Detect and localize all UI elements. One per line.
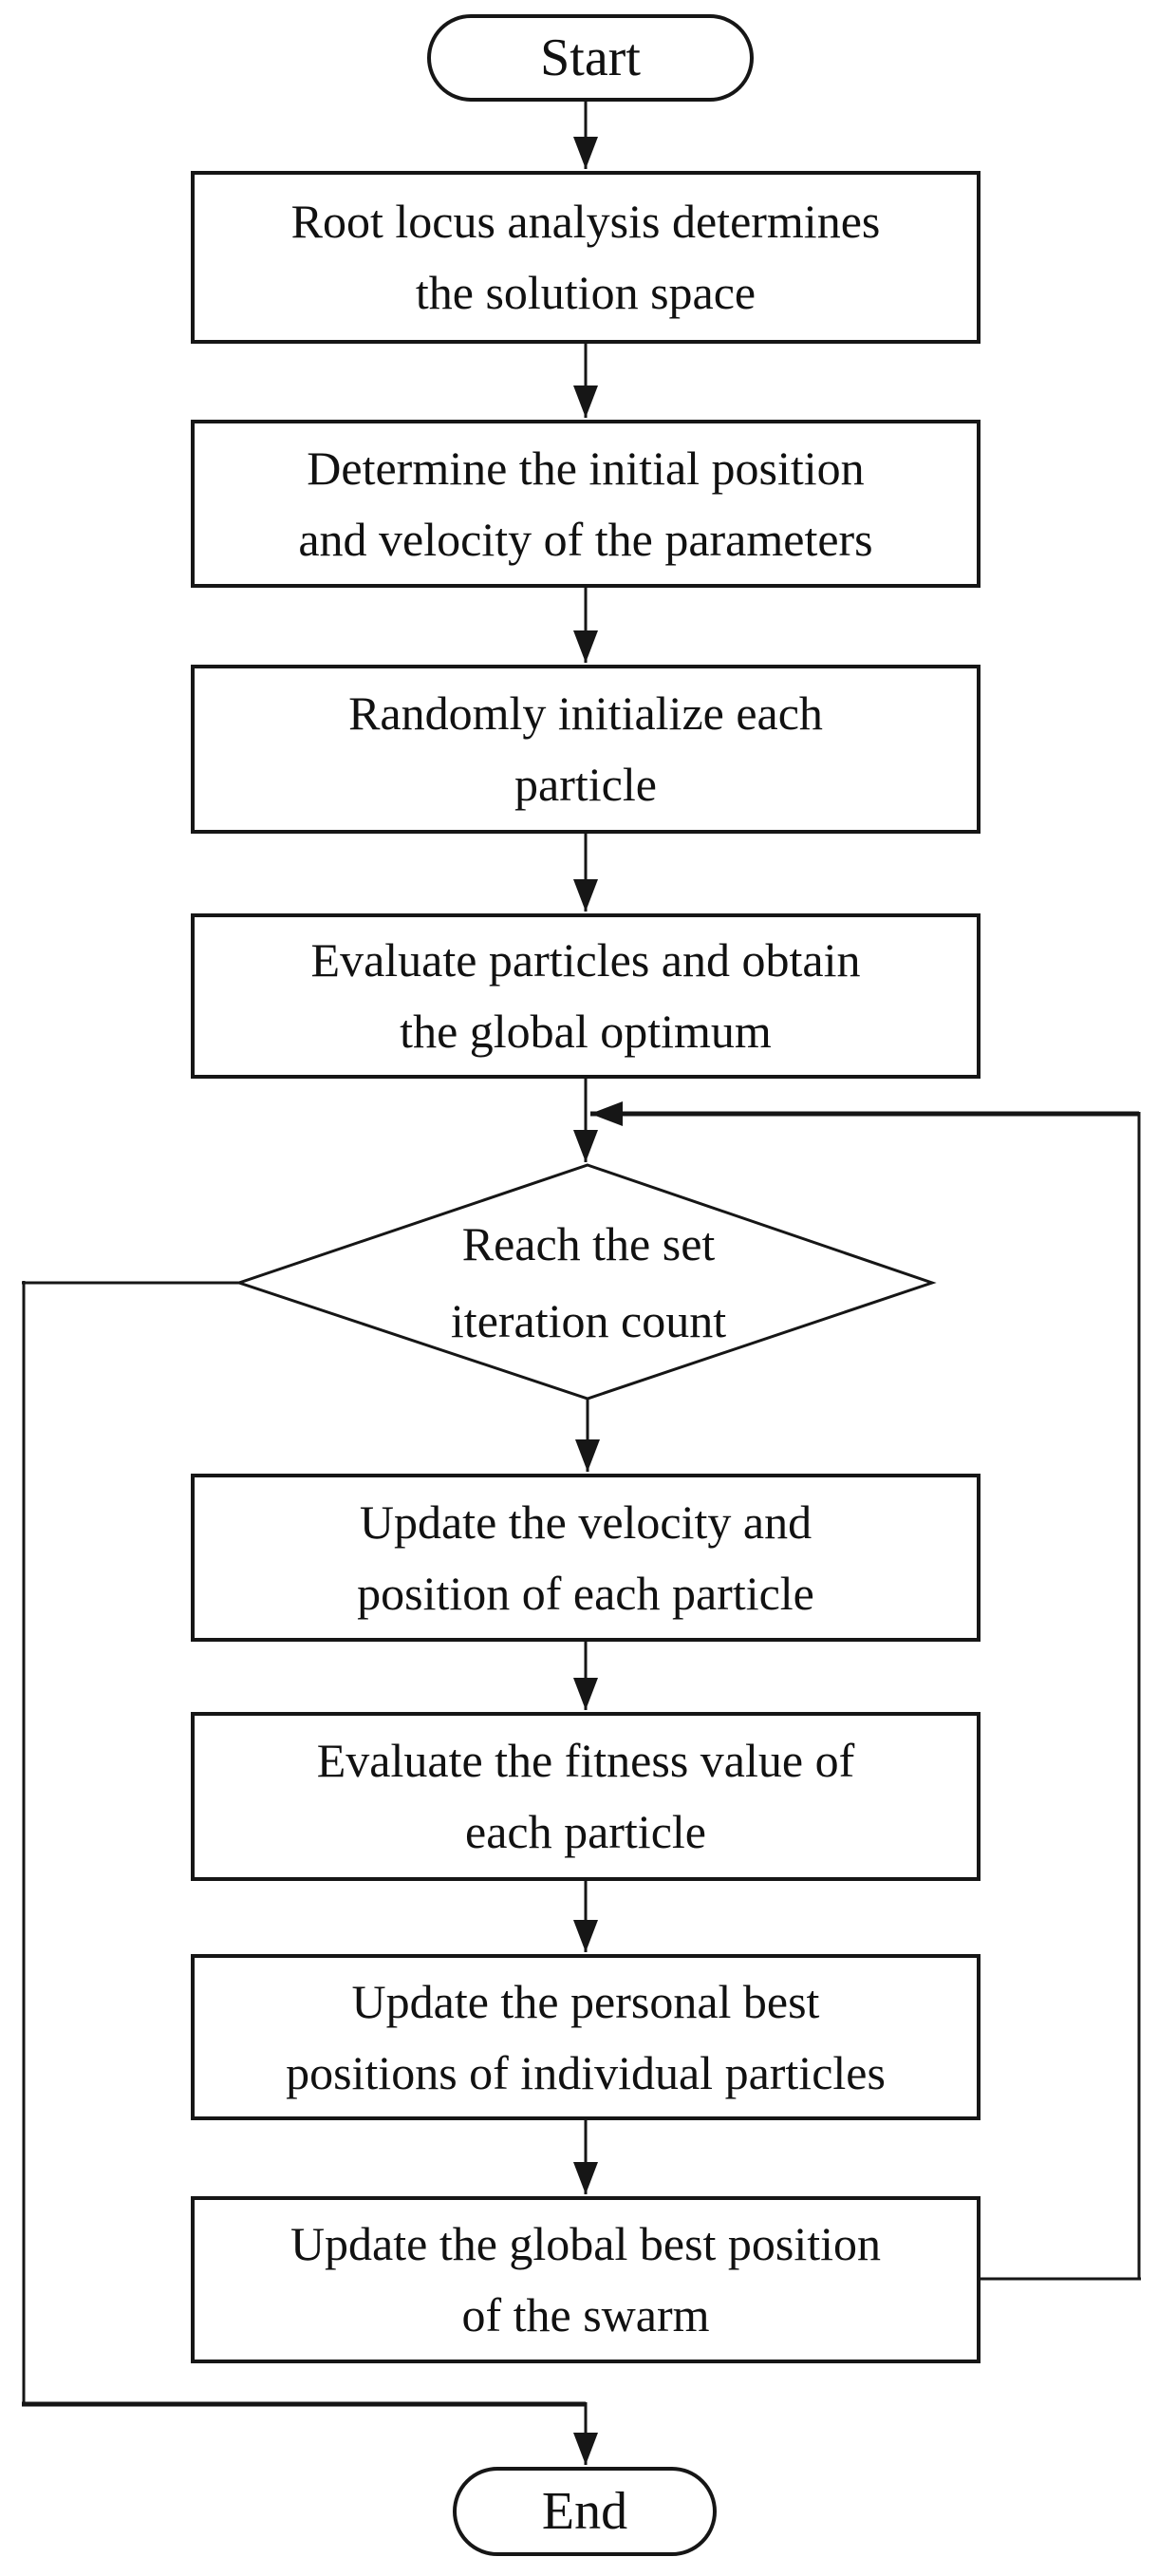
process-evaluate-fitness: Evaluate the fitness value of each parti…: [191, 1712, 981, 1881]
process-evaluate-particles: Evaluate particles and obtain the global…: [191, 913, 981, 1079]
decision-iteration-check: Reach the set iteration count: [323, 1204, 854, 1362]
terminator-start-label: Start: [540, 28, 641, 87]
process-root-locus-line2: the solution space: [415, 266, 756, 319]
process-update-global-best: Update the global best position of the s…: [191, 2196, 981, 2363]
process-update-personal-best-line2: positions of individual particles: [286, 2045, 886, 2099]
terminator-end-label: End: [541, 2482, 628, 2541]
terminator-end: End: [453, 2467, 717, 2556]
process-evaluate-particles-line1: Evaluate particles and obtain: [310, 933, 861, 987]
process-random-init-line1: Randomly initialize each: [348, 686, 823, 740]
process-update-global-best-line1: Update the global best position: [290, 2217, 882, 2270]
decision-iteration-check-line2: iteration count: [450, 1294, 727, 1347]
process-root-locus: Root locus analysis determines the solut…: [191, 171, 981, 344]
process-update-global-best-line2: of the swarm: [461, 2288, 710, 2341]
process-update-personal-best: Update the personal best positions of in…: [191, 1954, 981, 2120]
process-update-velocity-line2: position of each particle: [357, 1566, 814, 1620]
process-init-position: Determine the initial position and veloc…: [191, 420, 981, 588]
process-update-velocity: Update the velocity and position of each…: [191, 1474, 981, 1642]
process-update-velocity-line1: Update the velocity and: [359, 1495, 812, 1549]
decision-diamond-shape: [234, 1163, 937, 1401]
process-evaluate-fitness-line1: Evaluate the fitness value of: [316, 1734, 855, 1787]
decision-iteration-check-line1: Reach the set: [461, 1217, 716, 1270]
process-root-locus-line1: Root locus analysis determines: [290, 195, 881, 248]
process-update-personal-best-line1: Update the personal best: [351, 1974, 820, 2028]
terminator-start: Start: [427, 14, 754, 102]
process-init-position-line1: Determine the initial position: [307, 441, 865, 495]
process-random-init: Randomly initialize each particle: [191, 665, 981, 834]
process-random-init-line2: particle: [514, 758, 657, 811]
process-evaluate-particles-line2: the global optimum: [400, 1005, 772, 1058]
process-init-position-line2: and velocity of the parameters: [298, 512, 873, 566]
process-evaluate-fitness-line2: each particle: [465, 1805, 706, 1858]
